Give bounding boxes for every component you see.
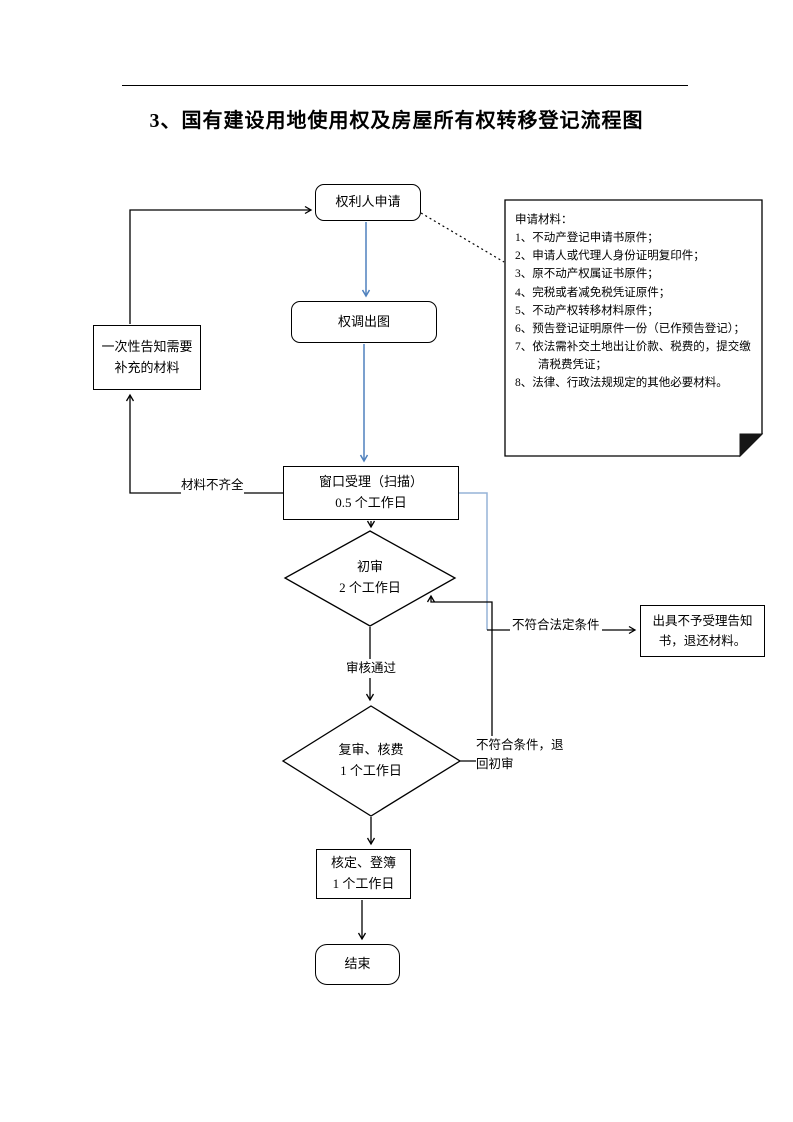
- node-window-line1: 窗口受理（扫描）: [318, 474, 423, 490]
- materials-note-item: 3、原不动产权属证书原件；: [515, 268, 659, 281]
- materials-note-item: 2、申请人或代理人身份证明复印件；: [515, 250, 705, 263]
- node-first-review-diamond: 初审 2 个工作日: [300, 548, 440, 608]
- edge-label-not-qualified: 不符合法定条件: [510, 616, 602, 635]
- node-end: 结束: [315, 944, 400, 985]
- connector-apply-to-note-dotted: [420, 212, 505, 263]
- first-review-diamond-shape: [283, 530, 457, 627]
- node-window-acceptance: 窗口受理（扫描） 0.5 个工作日: [283, 466, 459, 520]
- materials-note-item: 8、法律、行政法规规定的其他必要材料。: [515, 377, 728, 390]
- node-record-register: 核定、登簿 1 个工作日: [316, 849, 411, 899]
- materials-note-item: 4、完税或者减免税凭证原件；: [515, 286, 671, 299]
- first-review-line1: 初审: [356, 559, 383, 575]
- node-notify-missing-materials: 一次性告知需要 补充的材料: [93, 325, 201, 390]
- page-title: 3、国有建设用地使用权及房屋所有权转移登记流程图: [149, 110, 644, 132]
- title-top-rule: [122, 85, 688, 86]
- materials-note: 申请材料： 1、不动产登记申请书原件； 2、申请人或代理人身份证明复印件； 3、…: [507, 207, 759, 397]
- materials-note-item: 6、预告登记证明原件一份（已作预告登记）；: [515, 322, 745, 335]
- materials-note-item: 7、依法需补交土地出让价款、税费的，提交缴清税费凭证；: [515, 341, 751, 372]
- node-apply: 权利人申请: [315, 184, 421, 221]
- node-record-line2: 1 个工作日: [332, 876, 395, 891]
- node-notify-line2: 补充的材料: [114, 359, 180, 375]
- node-reject-line2: 书，退还材料。: [658, 634, 747, 648]
- edge-label-review-approved: 审核通过: [344, 659, 399, 678]
- second-review-line1: 复审、核费: [338, 742, 404, 758]
- materials-note-item: 1、不动产登记申请书原件；: [515, 232, 659, 245]
- node-survey: 权调出图: [291, 301, 437, 343]
- first-review-line2: 2 个工作日: [339, 580, 401, 595]
- node-second-review-diamond: 复审、核费 1 个工作日: [301, 731, 441, 791]
- edge-label-fail-back-to-first: 不符合条件，退回初审: [476, 736, 568, 774]
- node-apply-label: 权利人申请: [335, 194, 401, 210]
- node-window-line2: 0.5 个工作日: [335, 495, 407, 510]
- materials-note-item: 5、不动产权转移材料原件；: [515, 304, 659, 317]
- node-notify-line1: 一次性告知需要: [101, 338, 193, 354]
- second-review-diamond-shape: [281, 705, 462, 817]
- connector-notify-to-apply: [129, 205, 313, 324]
- node-survey-label: 权调出图: [337, 313, 390, 329]
- node-record-line1: 核定、登簿: [330, 855, 396, 871]
- second-review-line2: 1 个工作日: [340, 763, 402, 778]
- node-end-label: 结束: [344, 956, 371, 972]
- node-reject-notice: 出具不予受理告知 书，退还材料。: [640, 605, 765, 657]
- connector-window-fail-elbow: [459, 492, 488, 630]
- node-reject-line1: 出具不予受理告知: [652, 614, 753, 628]
- edge-label-materials-incomplete: 材料不齐全: [181, 476, 244, 495]
- materials-note-title: 申请材料：: [515, 214, 573, 226]
- materials-note-fold-corner: [739, 433, 764, 458]
